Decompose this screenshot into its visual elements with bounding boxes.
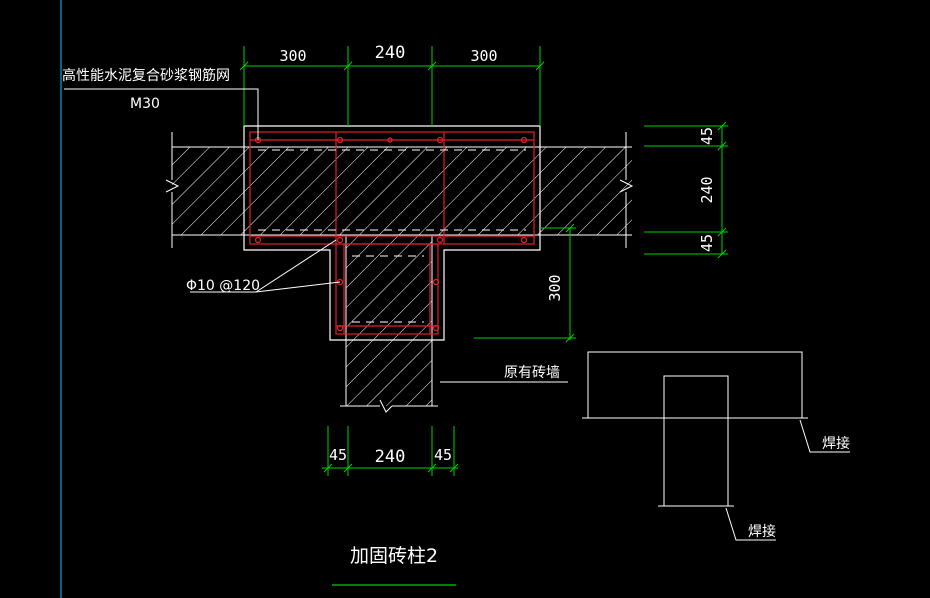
dim-stub-depth: 300: [546, 274, 564, 301]
mesh-dashes: [258, 149, 526, 323]
weld-detail-icon: [582, 351, 850, 541]
existing-wall-label: 原有砖墙: [504, 365, 560, 381]
dimension-stub-depth: [474, 223, 576, 343]
existing-wall-stub: [340, 236, 438, 413]
dim-bottom-mid: 240: [375, 447, 406, 467]
mortar-label: M30: [130, 96, 160, 112]
break-line-icon: [619, 132, 634, 248]
rebar-dot-icon: [254, 136, 528, 332]
steel-mesh: [249, 131, 535, 335]
mesh-label: 高性能水泥复合砂浆钢筋网: [62, 67, 230, 84]
dim-top-left: 300: [279, 47, 306, 65]
dim-right-mid: 240: [698, 176, 716, 203]
dimension-right: [644, 121, 728, 259]
leader-lines: [64, 88, 568, 383]
weld-label-1: 焊接: [822, 435, 850, 452]
dim-bottom-left: 45: [329, 446, 347, 464]
break-line-icon: [165, 132, 180, 248]
dimension-top: [239, 46, 545, 126]
jacket-outline: [243, 125, 541, 341]
dim-right-bottom: 45: [698, 234, 716, 252]
dim-top-mid: 240: [375, 43, 406, 63]
dim-top-right: 300: [470, 47, 497, 65]
drawing-title: 加固砖柱2: [350, 545, 438, 567]
dim-bottom-right: 45: [434, 446, 452, 464]
weld-label-2: 焊接: [748, 523, 776, 540]
rebar-label: Φ10 @120: [186, 278, 260, 294]
dimension-bottom: [322, 426, 459, 476]
existing-wall-horizontal: [165, 132, 634, 248]
dim-right-top: 45: [698, 127, 716, 145]
